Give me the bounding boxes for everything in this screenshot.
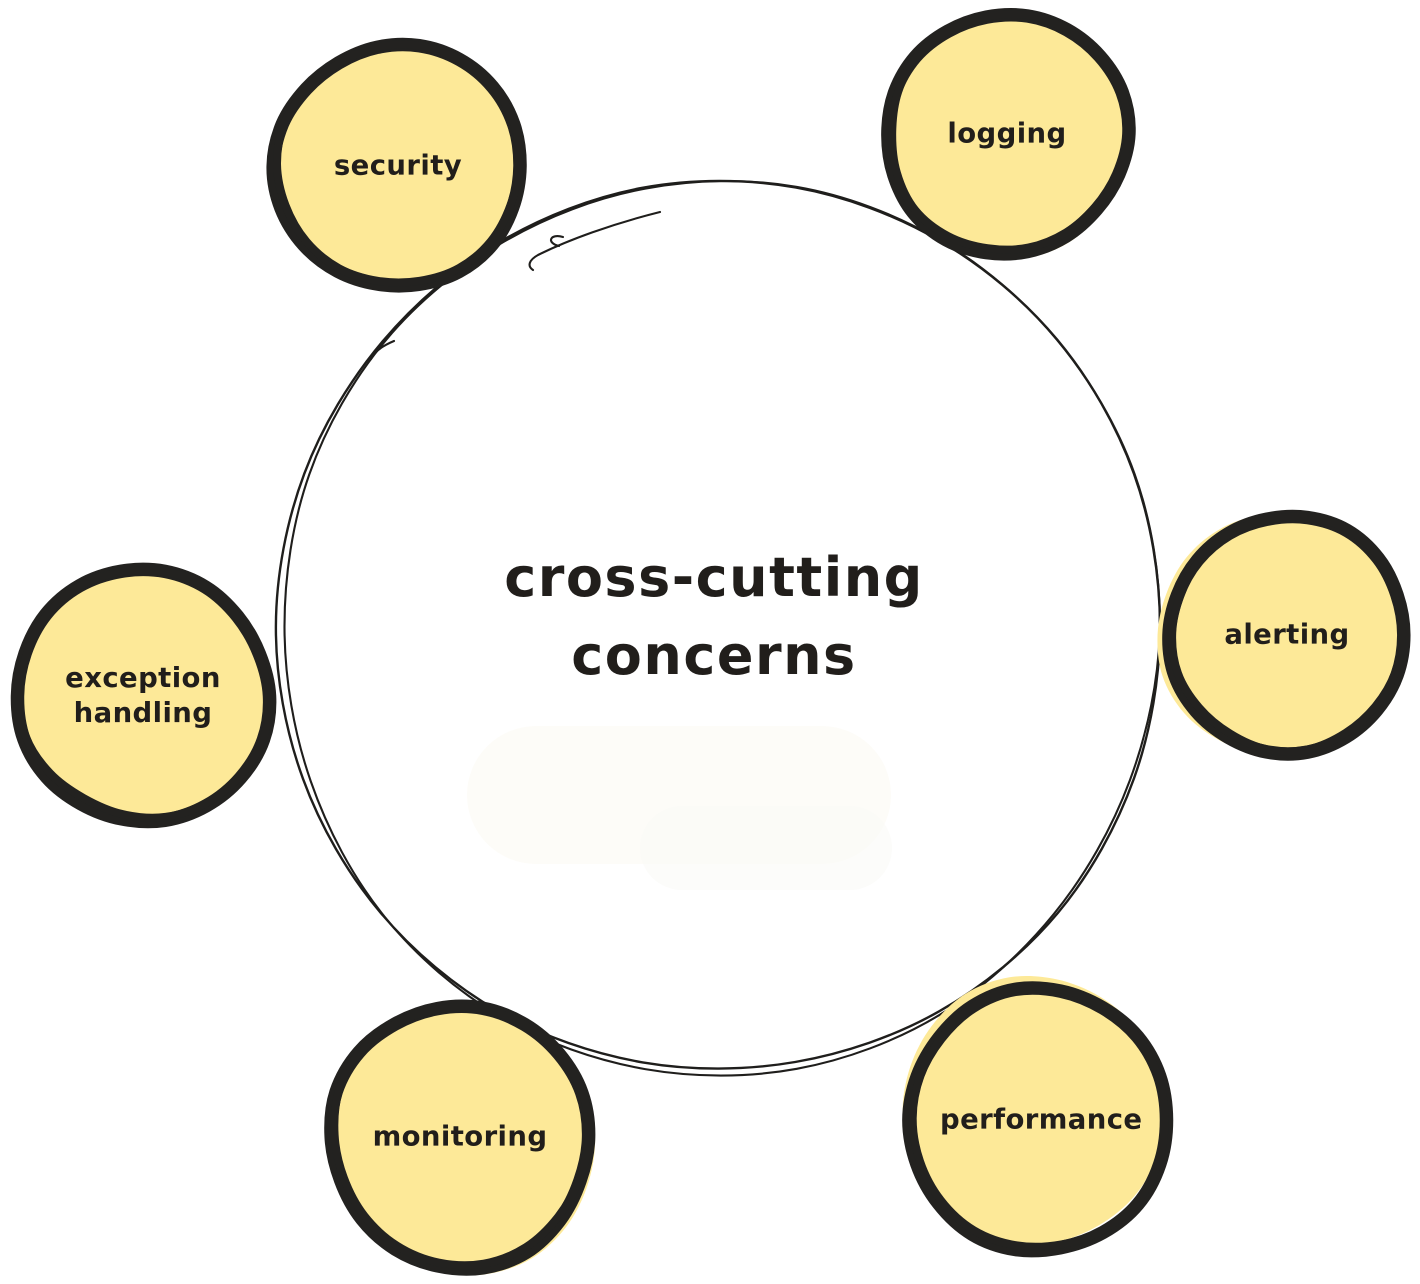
center-title-line2: concerns bbox=[571, 624, 857, 687]
node-border2-performance bbox=[908, 982, 1169, 1251]
node-border2-logging bbox=[888, 9, 1133, 254]
ring-curl-2 bbox=[369, 339, 396, 361]
node-fill-exception-handling bbox=[17, 564, 275, 823]
node-fill-logging bbox=[884, 14, 1132, 260]
node-fill-alerting bbox=[1157, 512, 1399, 756]
node-border2-exception-handling bbox=[15, 566, 273, 822]
center-title: cross-cutting concerns bbox=[504, 539, 924, 695]
node-label-exception-handling: exception handling bbox=[65, 662, 221, 729]
node-label-alerting: alerting bbox=[1224, 618, 1350, 651]
node-label-security: security bbox=[333, 149, 463, 182]
center-title-line1: cross-cutting bbox=[504, 546, 924, 609]
node-fill-security bbox=[271, 42, 524, 291]
node-border2-security bbox=[272, 40, 524, 287]
node-border2-monitoring bbox=[330, 1003, 593, 1270]
node-border2-alerting bbox=[1168, 512, 1406, 756]
ring-tail-stroke bbox=[528, 210, 662, 272]
node-label-performance: performance bbox=[940, 1103, 1143, 1136]
node-fill-performance bbox=[902, 975, 1166, 1246]
node-label-logging: logging bbox=[947, 117, 1067, 150]
node-label-monitoring: monitoring bbox=[372, 1120, 548, 1153]
ring-curl-1 bbox=[550, 235, 565, 248]
node-fill-monitoring bbox=[331, 1007, 596, 1276]
